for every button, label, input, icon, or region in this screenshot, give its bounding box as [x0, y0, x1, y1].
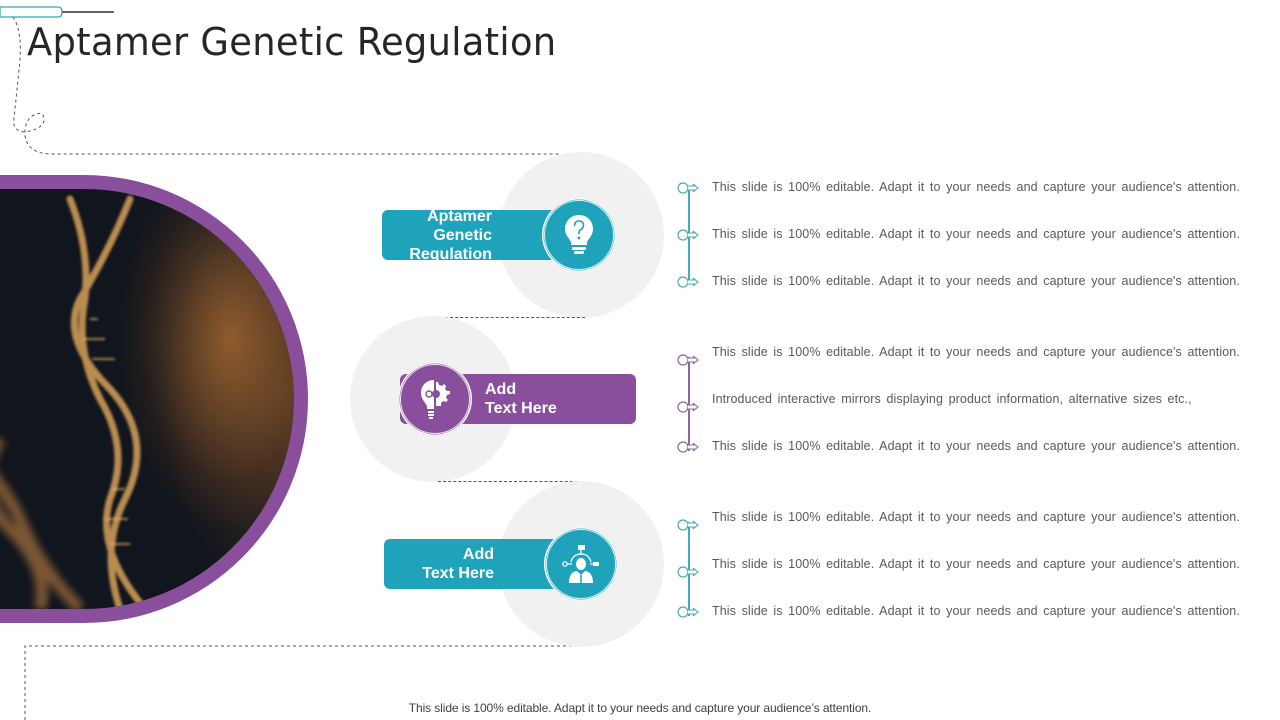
list-item: This slide is 100% editable. Adapt it to…	[676, 555, 1240, 578]
footer-note: This slide is 100% editable. Adapt it to…	[408, 701, 872, 715]
arrow-right-icon	[677, 401, 699, 413]
list-item: This slide is 100% editable. Adapt it to…	[676, 343, 1240, 366]
row-2-label-line1: Add	[485, 381, 517, 398]
row-3-icon-circle	[544, 527, 618, 601]
dna-image	[0, 189, 294, 609]
row-2-separator	[438, 481, 583, 482]
arrow-right-icon	[677, 606, 699, 618]
page-title: Aptamer Genetic Regulation	[27, 20, 557, 64]
row-1-icon-circle	[542, 198, 616, 272]
arrow-right-icon	[677, 229, 699, 241]
row-2-icon-circle	[398, 362, 472, 436]
list-item: This slide is 100% editable. Adapt it to…	[676, 225, 1240, 243]
row-1-label-line2: Genetic Regulation	[409, 226, 492, 263]
arrow-right-icon	[677, 519, 699, 531]
arrow-right-icon	[677, 276, 699, 288]
row-2-label-line2: Text Here	[485, 400, 557, 417]
list-item: This slide is 100% editable. Adapt it to…	[676, 437, 1240, 455]
lightbulb-gear-icon	[421, 380, 450, 419]
list-item: This slide is 100% editable. Adapt it to…	[676, 178, 1240, 196]
dna-helix-illustration	[0, 195, 149, 609]
row-3-label-line1: Add	[462, 546, 494, 563]
list-item: This slide is 100% editable. Adapt it to…	[676, 272, 1240, 290]
list-item: This slide is 100% editable. Adapt it to…	[676, 508, 1240, 531]
row-1-label-line1: Aptamer	[427, 207, 492, 225]
row-3-label-line2: Text Here	[422, 565, 494, 582]
businessman-network-icon	[562, 545, 599, 583]
arrow-right-icon	[677, 182, 699, 194]
arrow-right-icon	[677, 354, 699, 366]
bullet-connector-line	[688, 522, 690, 616]
arrow-right-icon	[677, 441, 699, 453]
dna-image-frame	[0, 175, 308, 623]
row-1-separator	[445, 317, 585, 318]
list-item: This slide is 100% editable. Adapt it to…	[676, 602, 1240, 620]
bullet-connector-line	[688, 357, 690, 451]
lightbulb-question-icon	[565, 215, 593, 254]
arrow-right-icon	[677, 566, 699, 578]
list-item: Introduced interactive mirrors displayin…	[676, 390, 1192, 413]
